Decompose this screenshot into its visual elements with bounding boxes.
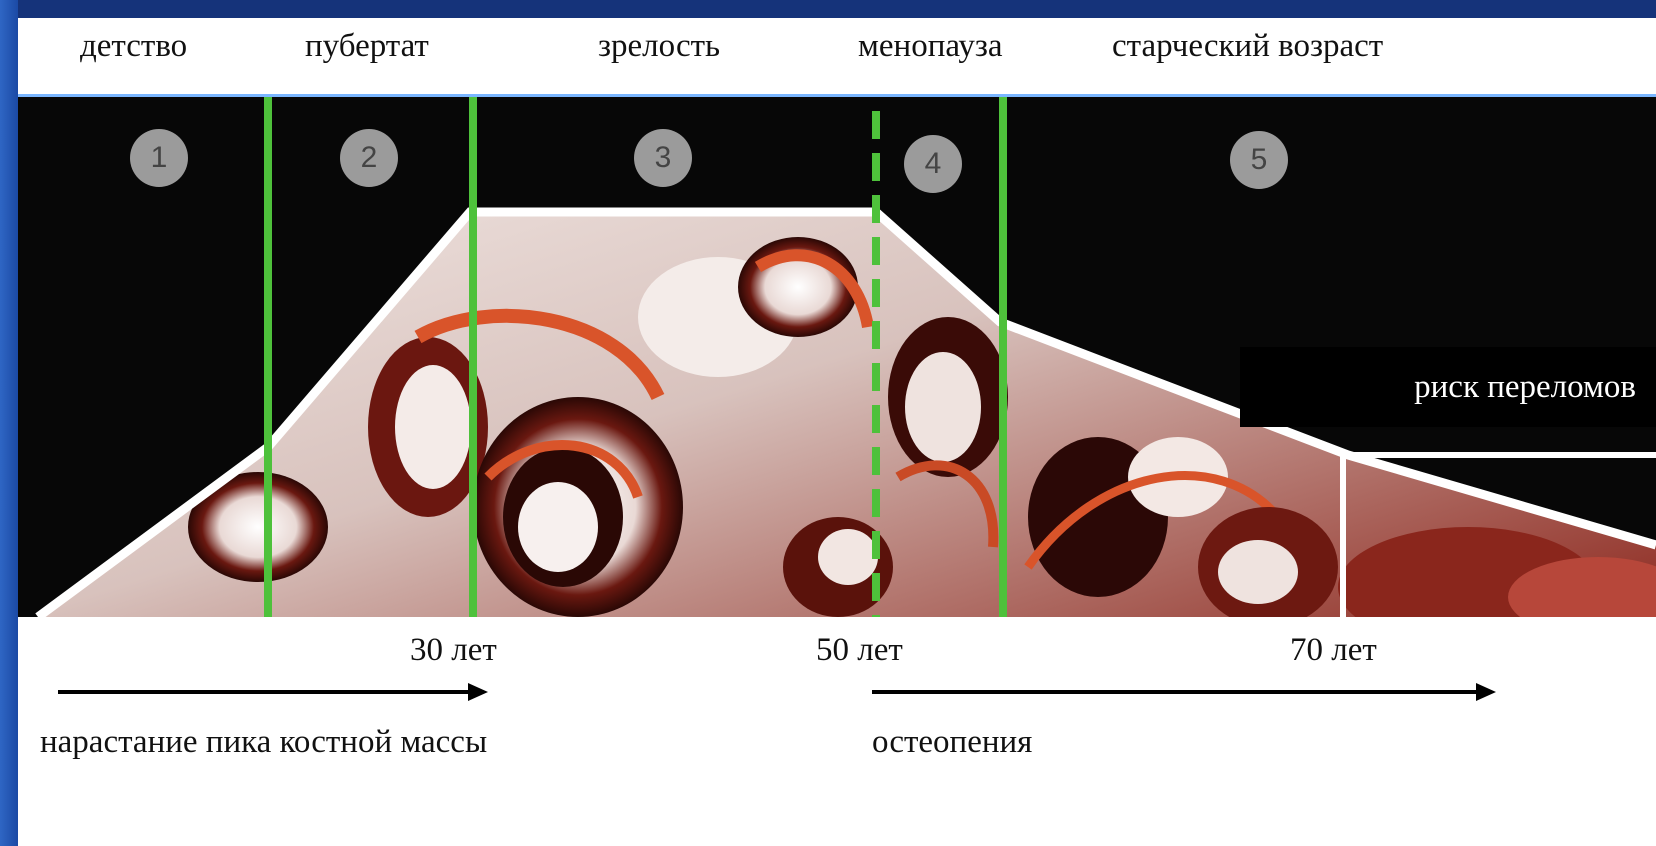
phase-badge-2: 2 <box>340 129 398 187</box>
stage-label-puberty: пубертат <box>305 28 429 65</box>
phase-badge-1: 1 <box>130 129 188 187</box>
phase-badge-3: 3 <box>634 129 692 187</box>
age-label-70: 70 лет <box>1290 632 1377 669</box>
caption-osteopenia: остеопения <box>872 724 1032 761</box>
stage-label-maturity: зрелость <box>598 28 720 65</box>
arrow-right <box>872 682 1498 702</box>
age-label-30: 30 лет <box>410 632 497 669</box>
caption-peak-bone-mass: нарастание пика костной массы <box>40 724 487 761</box>
phase-badge-5: 5 <box>1230 131 1288 189</box>
slide-frame-left <box>0 0 18 846</box>
arrow-left <box>58 682 490 702</box>
stage-label-old-age: старческий возраст <box>1112 28 1383 65</box>
age-label-50: 50 лет <box>816 632 903 669</box>
stage-label-menopause: менопауза <box>858 28 1003 65</box>
stage-label-childhood: детство <box>80 28 187 65</box>
bone-mass-panel: 1 2 3 4 5 риск переломов <box>18 94 1656 617</box>
slide-frame-top <box>0 0 1656 18</box>
fracture-risk-label: риск переломов <box>1240 347 1656 427</box>
phase-badge-4: 4 <box>904 135 962 193</box>
